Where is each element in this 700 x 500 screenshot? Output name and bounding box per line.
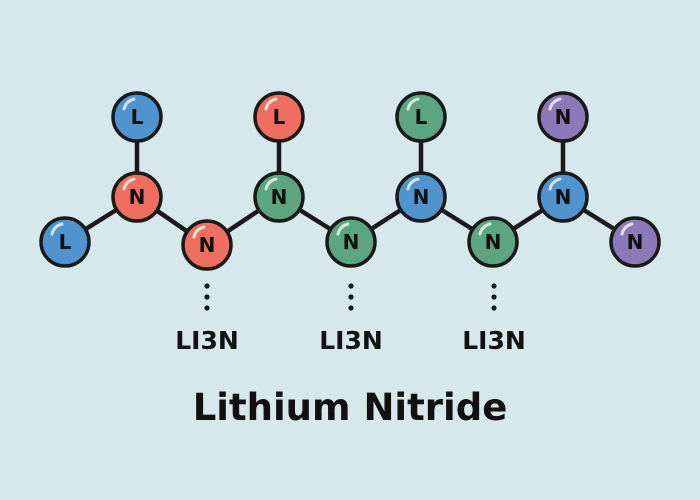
connector-dot-2-2 [348, 294, 354, 300]
atom-highlight [264, 177, 278, 191]
atom-a8: L [395, 91, 447, 143]
atom-a10: N [467, 216, 519, 268]
atom-highlight [336, 222, 350, 236]
atoms-layer: L N L N L N N L N N N N N [39, 91, 661, 271]
connector-dot-3-3 [491, 305, 497, 311]
atom-a1: L [111, 91, 163, 143]
atom-label: N [129, 185, 146, 209]
atom-label: N [199, 233, 216, 257]
atom-label: N [271, 185, 288, 209]
atom-label: N [413, 185, 430, 209]
atom-a7: N [325, 216, 377, 268]
atom-label: N [555, 105, 572, 129]
atom-label: L [59, 230, 72, 254]
connector-dot-3-1 [491, 283, 497, 289]
atom-a12: N [537, 171, 589, 223]
atom-highlight [406, 97, 420, 111]
connector-dot-3-2 [491, 294, 497, 300]
connector-dot-1-2 [204, 294, 210, 300]
atom-label: N [485, 230, 502, 254]
atom-a2: N [111, 171, 163, 223]
atom-label: L [415, 105, 428, 129]
formula-labels-layer: LI3N LI3N LI3N [175, 326, 526, 355]
atom-highlight [122, 177, 136, 191]
formula-label-1: LI3N [175, 326, 239, 355]
atom-label: N [627, 230, 644, 254]
atom-highlight [548, 97, 562, 111]
atom-a5: L [253, 91, 305, 143]
atom-highlight [122, 97, 136, 111]
atom-a13: N [609, 216, 661, 268]
atom-a11: N [537, 91, 589, 143]
atom-highlight [478, 222, 492, 236]
atom-label: L [131, 105, 144, 129]
connector-dot-1-1 [204, 283, 210, 289]
atom-highlight [548, 177, 562, 191]
atom-label: N [343, 230, 360, 254]
diagram-title: Lithium Nitride [193, 386, 508, 429]
atom-label: L [273, 105, 286, 129]
atom-label: N [555, 185, 572, 209]
atom-highlight [50, 222, 64, 236]
atom-highlight [620, 222, 634, 236]
atom-highlight [406, 177, 420, 191]
dotted-connectors-layer [204, 283, 497, 311]
atom-a3: L [39, 216, 91, 268]
atom-a6: N [253, 171, 305, 223]
atom-highlight [192, 225, 206, 239]
connector-dot-2-1 [348, 283, 354, 289]
atom-highlight [264, 97, 278, 111]
atom-a4: N [181, 219, 233, 271]
formula-label-3: LI3N [462, 326, 526, 355]
formula-label-2: LI3N [319, 326, 383, 355]
connector-dot-1-3 [204, 305, 210, 311]
atom-a9: N [395, 171, 447, 223]
connector-dot-2-3 [348, 305, 354, 311]
